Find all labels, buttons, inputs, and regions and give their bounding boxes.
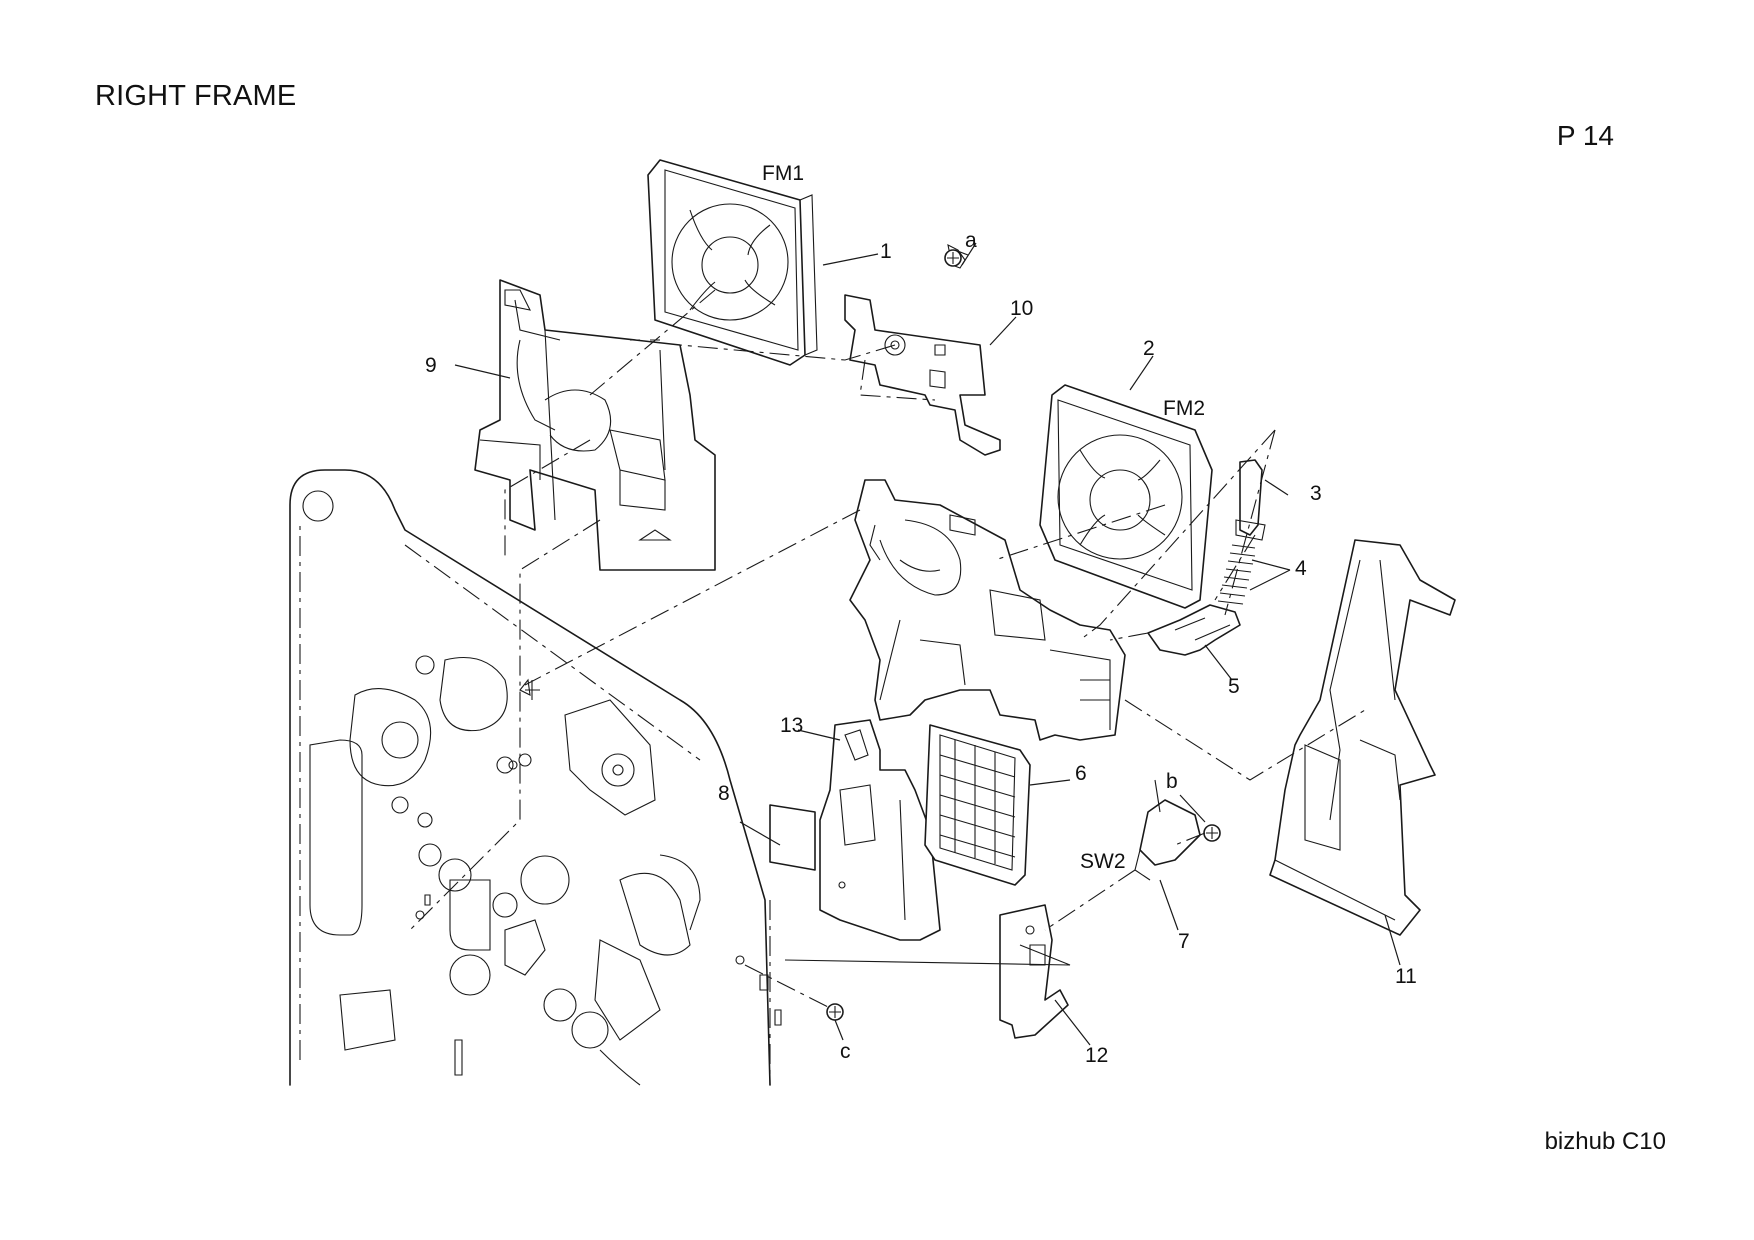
part-2-fan-fm2 (1039, 384, 1213, 609)
label-13: 13 (780, 714, 803, 737)
label-8: 8 (718, 782, 730, 805)
screw-b (1203, 824, 1221, 842)
screw-a (944, 249, 962, 267)
label-10: 10 (1010, 297, 1033, 320)
right-frame-plate (289, 469, 782, 1086)
label-b: b (1166, 770, 1178, 793)
leader-lines (454, 242, 1401, 1046)
label-11: 11 (1395, 965, 1417, 988)
label-fm2: FM2 (1163, 397, 1205, 420)
label-12: 12 (1085, 1044, 1108, 1067)
label-6: 6 (1075, 762, 1087, 785)
part-3-lever (1235, 459, 1266, 541)
part-13-filter-holder (819, 719, 941, 941)
screw-c (826, 1003, 844, 1021)
part-5-latch (1147, 604, 1241, 656)
label-4: 4 (1295, 557, 1307, 580)
label-a: a (965, 229, 977, 252)
assembly-guide-lines (409, 289, 1366, 1009)
part-6-filter (924, 724, 1031, 886)
part-11-duct-cover (1269, 539, 1456, 936)
label-3: 3 (1310, 482, 1322, 505)
part-12-switch-bracket (999, 904, 1069, 1039)
label-c: c (840, 1040, 851, 1063)
part-7-switch-sw2 (1134, 779, 1201, 881)
part-1-fan-fm1 (647, 159, 818, 366)
label-5: 5 (1228, 675, 1240, 698)
page-number: P 14 (1556, 120, 1614, 151)
label-7: 7 (1178, 930, 1190, 953)
label-9: 9 (425, 354, 437, 377)
page-title: RIGHT FRAME (95, 80, 297, 112)
label-1: 1 (880, 240, 892, 263)
main-duct (849, 479, 1126, 741)
label-sw2: SW2 (1080, 850, 1126, 873)
part-8-label (769, 804, 816, 871)
callout-labels: FM1 1 a 10 2 FM2 3 4 5 6 b SW2 7 11 12 c… (425, 162, 1417, 1067)
part-10-bracket (844, 244, 1001, 456)
model-name: bizhub C10 (1544, 1128, 1666, 1155)
label-2: 2 (1143, 337, 1155, 360)
label-fm1: FM1 (762, 162, 804, 185)
